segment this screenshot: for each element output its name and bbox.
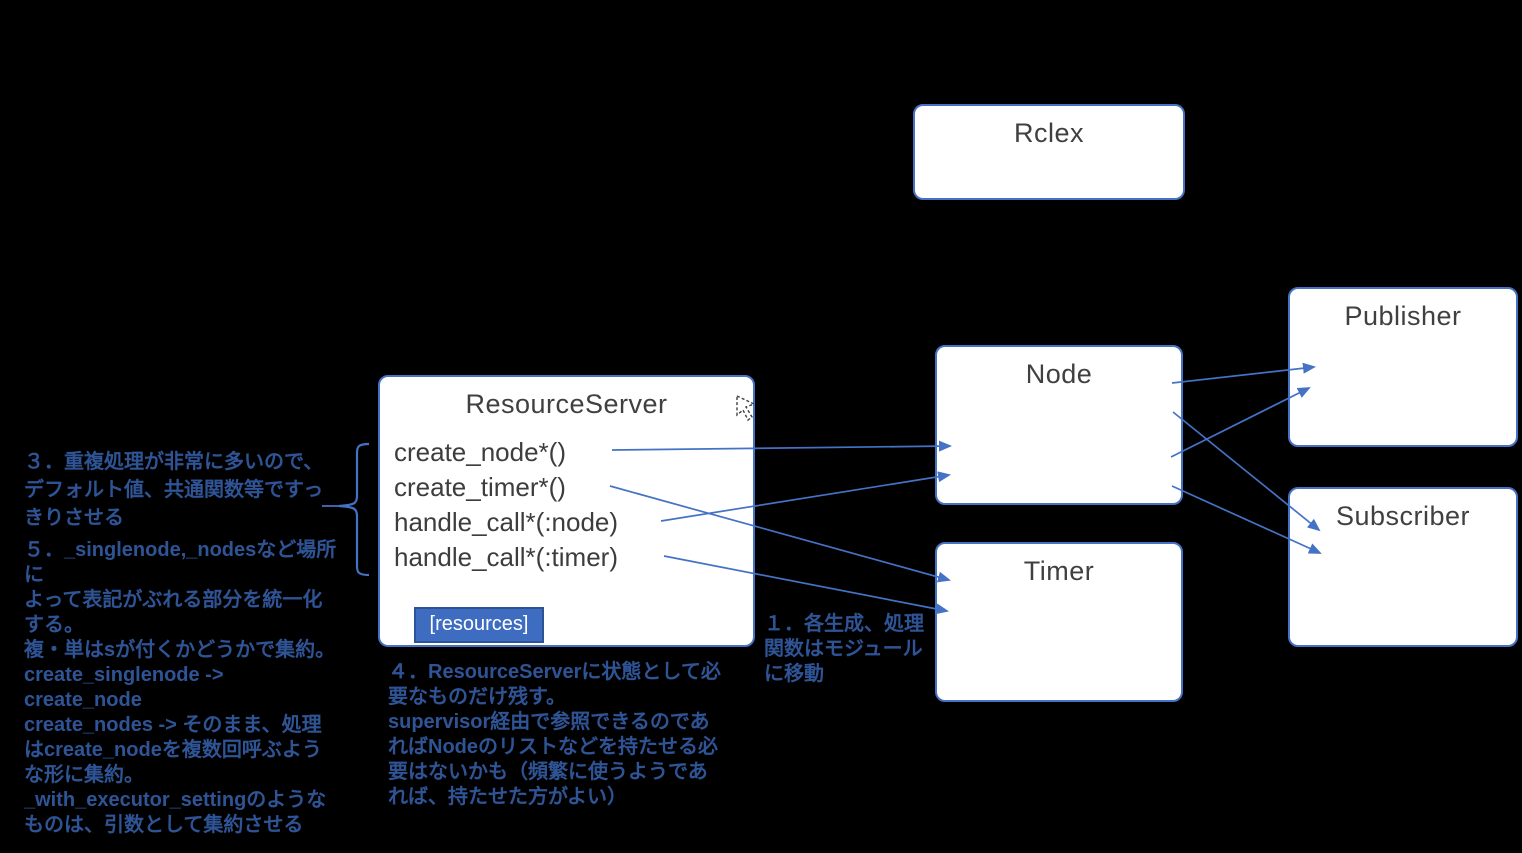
resource-server-title: ResourceServer (465, 389, 668, 419)
method-handle-call-timer: handle_call*(:timer) (394, 542, 618, 572)
publisher-box: Publisher (1288, 287, 1518, 447)
method-create-timer: create_timer*() (394, 472, 566, 502)
note-naming-unification: ５．_singlenode,_nodesなど場所 に よって表記がぶれる部分を統… (24, 539, 337, 836)
node-title: Node (1025, 359, 1093, 389)
method-handle-call-node: handle_call*(:node) (394, 507, 619, 537)
timer-title: Timer (1023, 556, 1095, 586)
timer-box: Timer (935, 542, 1183, 702)
rclex-box: Rclex (913, 104, 1185, 200)
rclex-title: Rclex (1013, 118, 1084, 148)
note-duplicate-processing: ３．重複処理が非常に多いので、 デフォルト値、共通関数等ですっ きりさせる (24, 451, 324, 529)
resources-badge: [resources] (414, 607, 544, 643)
subscriber-box: Subscriber (1288, 487, 1518, 647)
resource-server-box: ResourceServer create_node*() create_tim… (378, 375, 755, 647)
subscriber-title: Subscriber (1335, 501, 1471, 531)
note-resource-server-state: ４．ResourceServerに状態として必 要なものだけ残す。 superv… (388, 661, 721, 808)
method-create-node: create_node*() (394, 437, 566, 467)
resource-server-method-list: create_node*() create_timer*() handle_ca… (394, 435, 618, 575)
node-box: Node (935, 345, 1183, 505)
publisher-title: Publisher (1344, 301, 1462, 331)
note-move-to-module: １．各生成、処理 関数はモジュール に移動 (764, 613, 924, 685)
